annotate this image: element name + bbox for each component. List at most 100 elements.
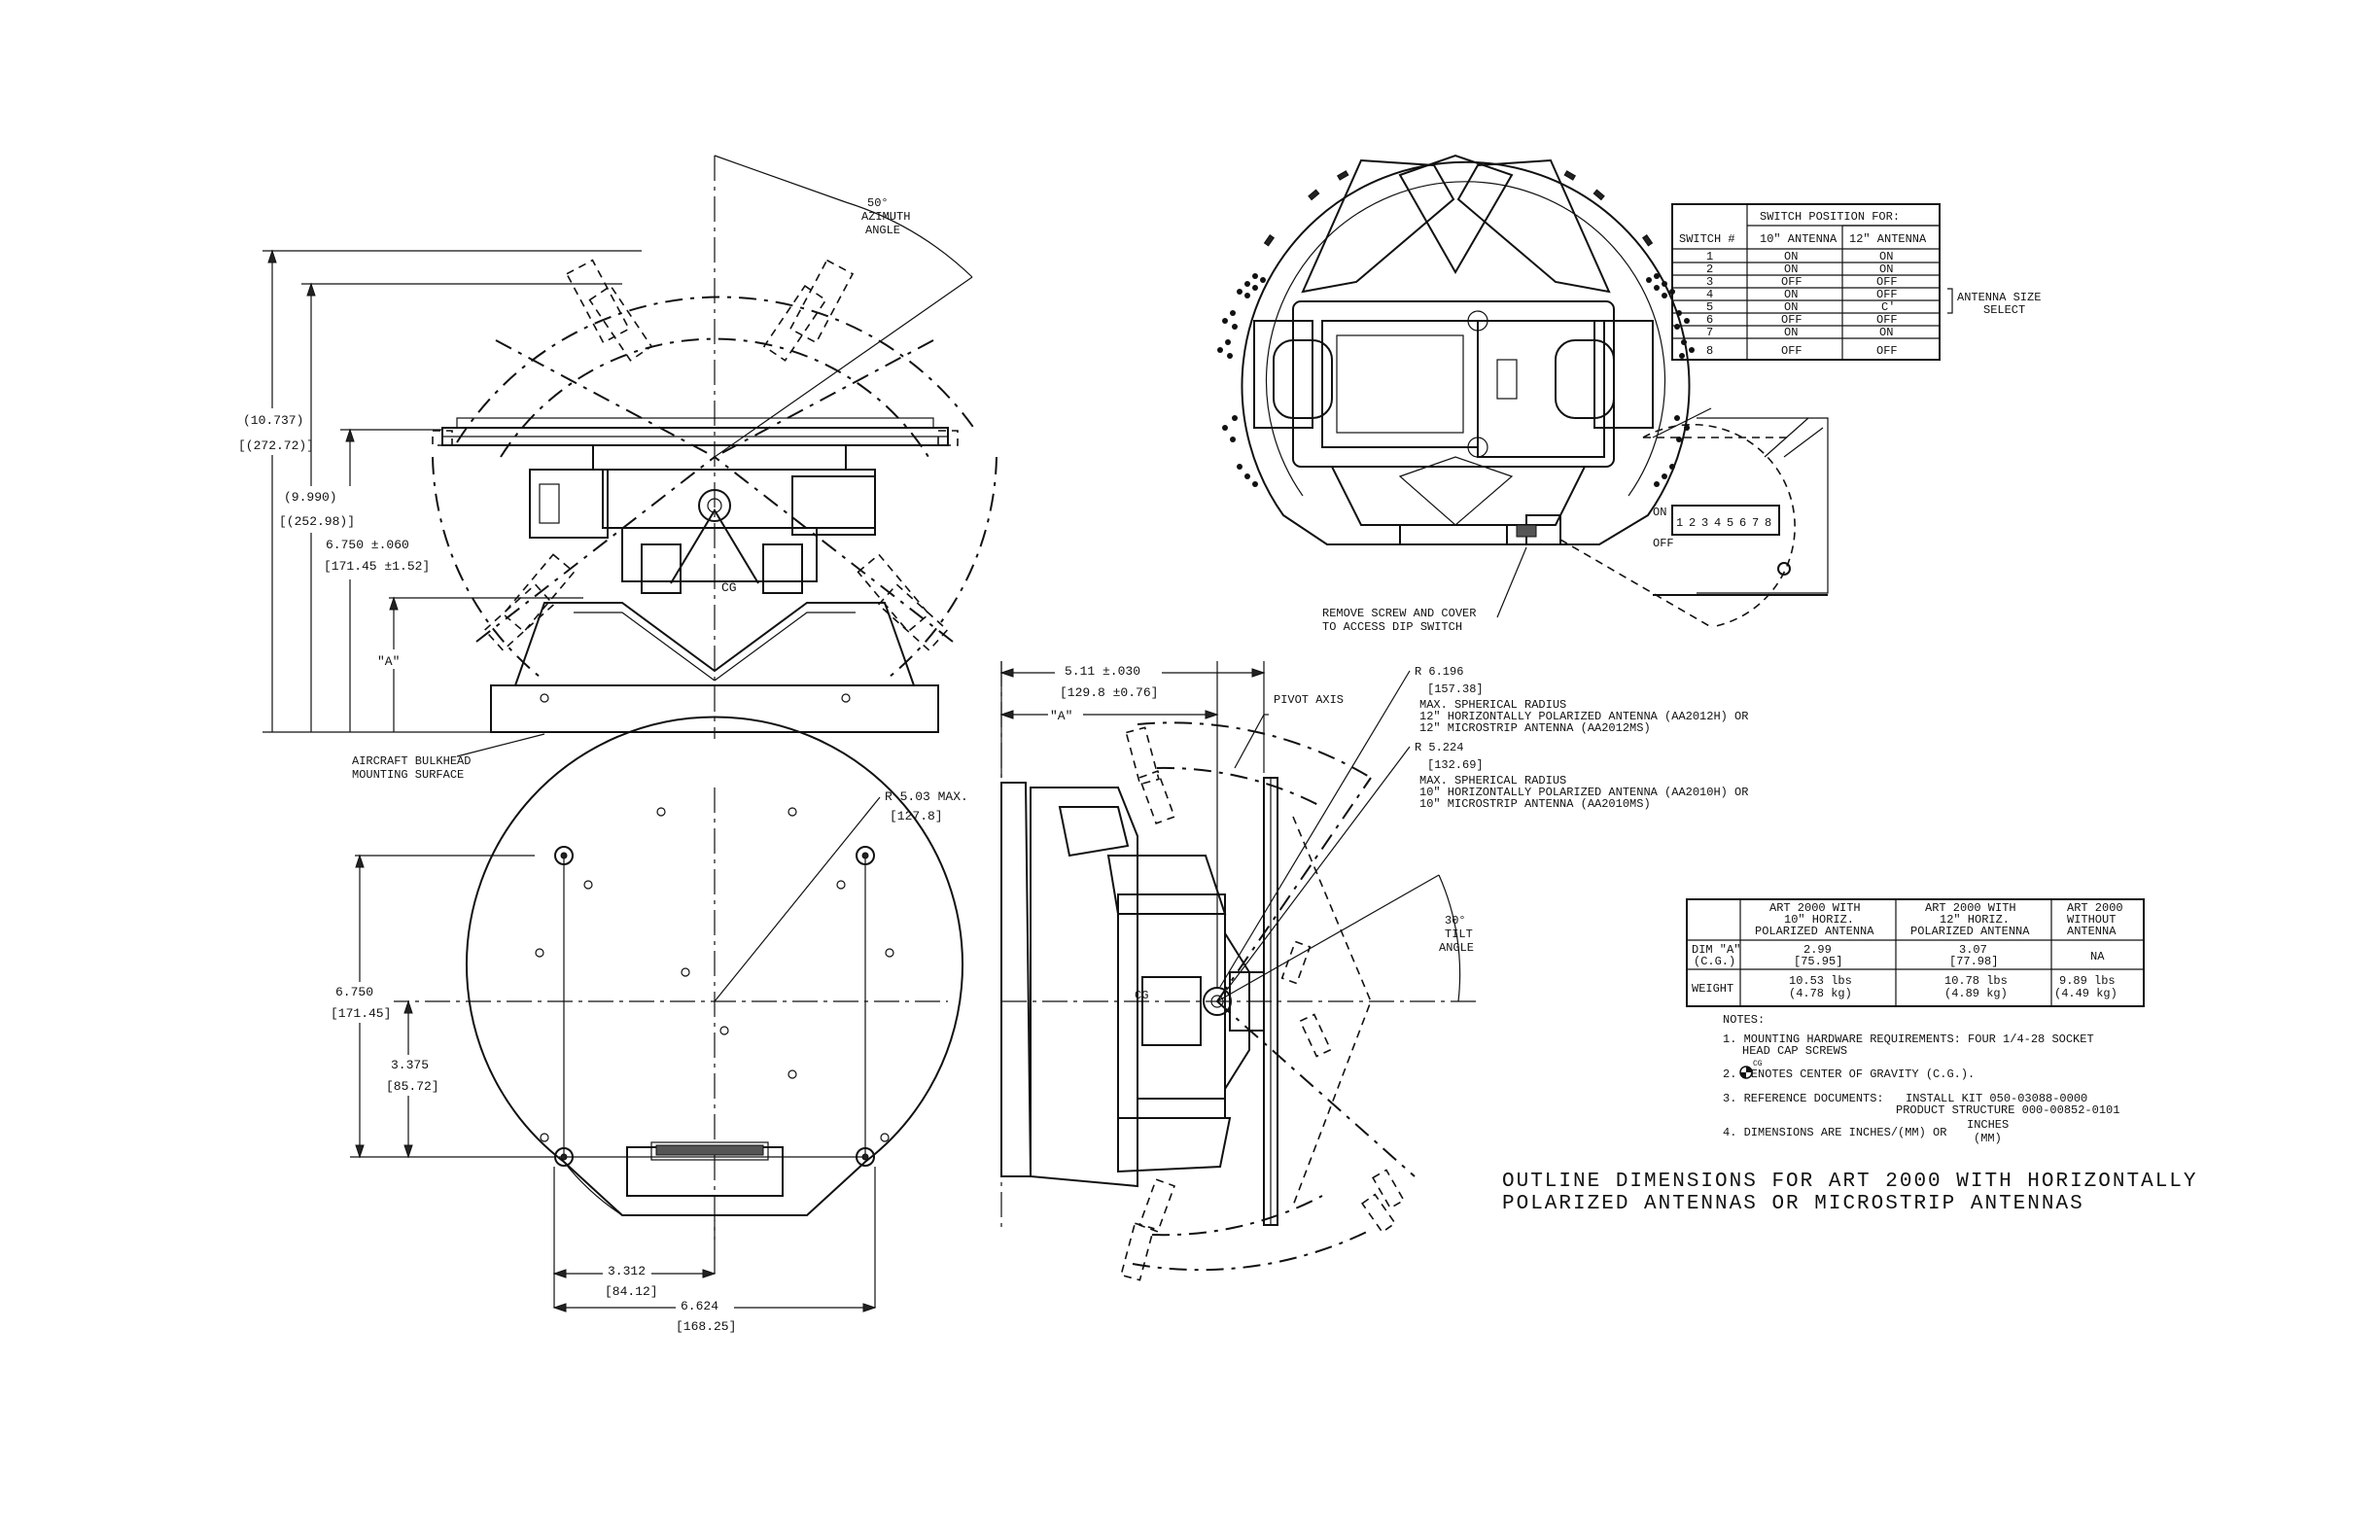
sw-row-4-num: 4 [1706, 288, 1713, 301]
r2-desc-1: MAX. SPHERICAL RADIUS [1419, 774, 1566, 788]
wt-r1-c3: NA [2090, 950, 2105, 963]
dip-digit-7: 7 [1752, 516, 1759, 530]
sw-row-1-12: ON [1879, 250, 1893, 263]
top-view: CG (10.737) [(272.72)] (9.990) [(252.98)… [238, 155, 998, 782]
cg-symbol-icon [1739, 1066, 1753, 1079]
dim-height-total: (10.737) [243, 413, 303, 428]
note-2: 2. DENOTES CENTER OF GRAVITY (C.G.). [1723, 1068, 1975, 1081]
notes-title: NOTES: [1723, 1013, 1765, 1027]
front-dim-h-mm: [171.45] [331, 1006, 391, 1021]
front-dim-h: 6.750 [335, 985, 373, 999]
sw-row-8-10: OFF [1781, 344, 1802, 358]
wt-r1-c1-a: 2.99 [1803, 943, 1832, 957]
remove-label-1: REMOVE SCREW AND COVER [1322, 607, 1476, 620]
wt-h2-3: POLARIZED ANTENNA [1910, 925, 2030, 938]
r1-label: R 6.196 [1415, 665, 1463, 679]
sw-row-8-num: 8 [1706, 344, 1713, 358]
sw-row-6-num: 6 [1706, 313, 1713, 327]
sw-row-1-num: 1 [1706, 250, 1713, 263]
side-dim-width-mm: [129.8 ±0.76] [1060, 685, 1158, 700]
r1-desc-2: 12" HORIZONTALLY POLARIZED ANTENNA (AA20… [1419, 710, 1748, 723]
dip-digit-4: 4 [1714, 516, 1721, 530]
wt-h1-3: POLARIZED ANTENNA [1755, 925, 1874, 938]
side-view: CG 30° TILT ANGLE 5 [999, 661, 1748, 1281]
wt-r2-c1-a: 10.53 lbs [1789, 974, 1852, 988]
sw-row-5-num: 5 [1706, 300, 1713, 314]
antenna-size-select-1: ANTENNA SIZE [1957, 291, 2041, 304]
dim-height-base: 6.750 ±.060 [326, 538, 409, 552]
note-1a: 1. MOUNTING HARDWARE REQUIREMENTS: FOUR … [1723, 1032, 2094, 1046]
side-dim-width: 5.11 ±.030 [1065, 664, 1140, 679]
title-line-1: OUTLINE DIMENSIONS FOR ART 2000 WITH HOR… [1502, 1171, 2198, 1193]
switch-table: SWITCH POSITION FOR: SWITCH # 10" ANTENN… [1671, 203, 2041, 361]
drawing-title: OUTLINE DIMENSIONS FOR ART 2000 WITH HOR… [1502, 1171, 2198, 1215]
note-4b: INCHES [1967, 1118, 2009, 1132]
front-radius: R 5.03 MAX. [885, 789, 968, 804]
azimuth-label-3: ANGLE [865, 224, 900, 237]
pivot-axis-label: PIVOT AXIS [1274, 693, 1344, 707]
sw-row-3-10: OFF [1781, 275, 1802, 289]
sw-row-5-12: C' [1881, 300, 1895, 314]
front-dim-w2: 3.312 [608, 1264, 646, 1278]
top-dim-a: "A" [377, 654, 400, 669]
sw-row-7-12: ON [1879, 326, 1893, 339]
wt-r2-c3-a: 9.89 lbs [2059, 974, 2116, 988]
front-view: R 5.03 MAX. [127.8] 6.750 [171.45] 3.375… [326, 716, 968, 1335]
dip-digit-6: 6 [1739, 516, 1746, 530]
wt-r2-label: WEIGHT [1692, 982, 1733, 996]
note-3c: PRODUCT STRUCTURE 000-00852-0101 [1896, 1103, 2119, 1117]
dim-height-mid-mm: [(252.98)] [279, 514, 355, 529]
wt-h3-2: WITHOUT [2067, 913, 2116, 927]
sw-row-6-10: OFF [1781, 313, 1802, 327]
sw-row-7-num: 7 [1706, 326, 1713, 339]
sw-row-4-10: ON [1784, 288, 1798, 301]
r1-desc-1: MAX. SPHERICAL RADIUS [1419, 698, 1566, 712]
sw-row-2-12: ON [1879, 262, 1893, 276]
switch-table-rows: 1 ON ON 2 ON ON 3 OFF OFF 4 ON OFF 5 ON … [1706, 250, 1898, 358]
bulkhead-label-1: AIRCRAFT BULKHEAD [352, 754, 471, 768]
sw-row-2-10: ON [1784, 262, 1798, 276]
dim-height-mid: (9.990) [284, 490, 337, 505]
sw-row-4-12: OFF [1876, 288, 1898, 301]
tilt-label-1: 30° [1445, 914, 1466, 928]
switch-table-col-10: 10" ANTENNA [1760, 232, 1838, 246]
front-dim-h2: 3.375 [391, 1058, 429, 1072]
antenna-size-select-2: SELECT [1983, 303, 2025, 317]
dip-switch-digits: 1 2 3 4 5 6 7 8 [1676, 516, 1771, 530]
wt-r1-c2-a: 3.07 [1959, 943, 1987, 957]
note-4c: (MM) [1974, 1132, 2002, 1145]
switch-table-group-header: SWITCH POSITION FOR: [1760, 210, 1900, 224]
wt-h1-1: ART 2000 WITH [1769, 901, 1861, 915]
dim-height-base-mm: [171.45 ±1.52] [324, 559, 430, 574]
note-1b: HEAD CAP SCREWS [1742, 1044, 1847, 1058]
dip-digit-8: 8 [1765, 516, 1771, 530]
note-3a: 3. REFERENCE DOCUMENTS: [1723, 1092, 1884, 1105]
wt-r2-c2-b: (4.89 kg) [1944, 987, 2008, 1000]
azimuth-label-1: 50° [867, 196, 889, 210]
notes: NOTES: 1. MOUNTING HARDWARE REQUIREMENTS… [1723, 1013, 2119, 1145]
dim-height-total-mm: [(272.72)] [238, 438, 314, 453]
dip-digit-2: 2 [1689, 516, 1696, 530]
title-line-2: POLARIZED ANTENNAS OR MICROSTRIP ANTENNA… [1502, 1193, 2084, 1215]
dip-on-label: ON [1653, 506, 1666, 519]
weight-table: ART 2000 WITH 10" HORIZ. POLARIZED ANTEN… [1686, 898, 2145, 1007]
r2-label: R 5.224 [1415, 741, 1463, 754]
dip-off-label: OFF [1653, 537, 1674, 550]
r1-desc-3: 12" MICROSTRIP ANTENNA (AA2012MS) [1419, 721, 1651, 735]
wt-r1-label-1: DIM "A" [1692, 943, 1740, 957]
wt-r1-c2-b: [77.98] [1949, 955, 1998, 968]
front-radius-mm: [127.8] [890, 809, 943, 823]
sw-row-1-10: ON [1784, 250, 1798, 263]
dip-digit-5: 5 [1727, 516, 1733, 530]
sw-row-3-12: OFF [1876, 275, 1898, 289]
wt-r2-c2-a: 10.78 lbs [1944, 974, 2008, 988]
note-4a: 4. DIMENSIONS ARE INCHES/(MM) OR [1723, 1126, 1946, 1139]
front-dim-h2-mm: [85.72] [386, 1079, 439, 1094]
wt-r2-c1-b: (4.78 kg) [1789, 987, 1852, 1000]
tilt-label-3: ANGLE [1439, 941, 1474, 955]
sw-row-6-12: OFF [1876, 313, 1898, 327]
sw-row-2-num: 2 [1706, 262, 1713, 276]
dip-digit-3: 3 [1701, 516, 1708, 530]
bulkhead-label-2: MOUNTING SURFACE [352, 768, 464, 782]
